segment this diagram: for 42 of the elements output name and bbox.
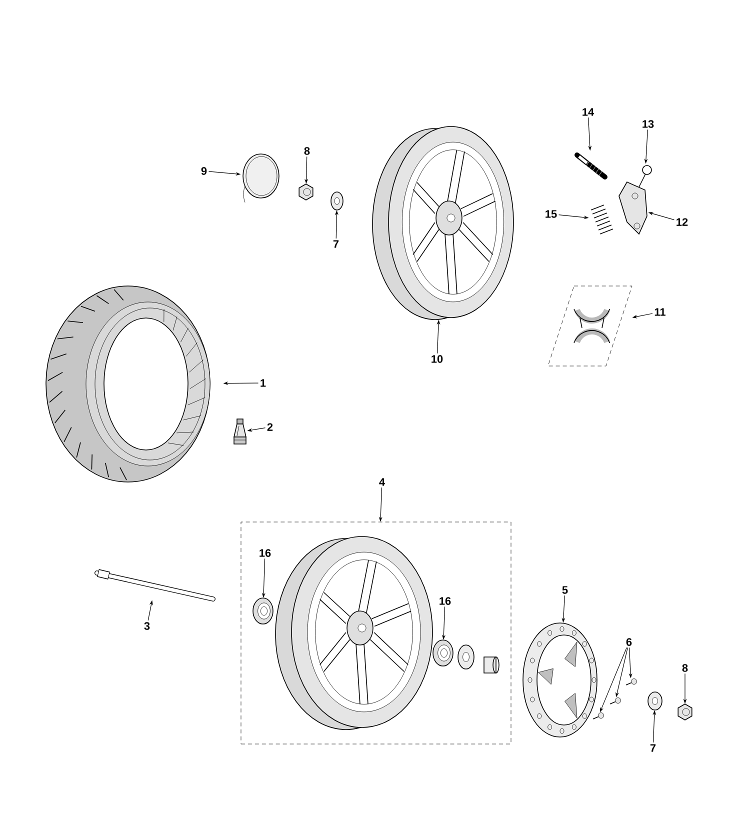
callout-number: 6 — [626, 638, 632, 646]
callout-number: 10 — [432, 355, 443, 363]
callout-number: 2 — [267, 423, 273, 431]
brake-shoe-drawing — [574, 308, 610, 344]
callout-number: 5 — [562, 586, 568, 594]
tire-drawing — [46, 286, 210, 482]
screw-drawing — [626, 678, 637, 686]
wheel-drawing — [275, 536, 433, 730]
pin-drawing — [574, 152, 608, 180]
callout-number: 7 — [333, 240, 339, 248]
nut-drawing — [678, 704, 692, 720]
callout-number: 15 — [546, 210, 557, 218]
bearing-drawing — [432, 640, 454, 666]
callout-number: 11 — [654, 308, 666, 316]
dashed-frame — [240, 522, 512, 744]
nut-drawing — [298, 184, 314, 200]
axle-drawing — [94, 569, 216, 602]
washer-drawing — [648, 692, 662, 710]
callout-number: 1 — [260, 379, 266, 387]
callout-number: 8 — [304, 147, 310, 155]
valve-drawing — [234, 418, 246, 444]
washer-drawing — [330, 192, 344, 210]
dashed-frame — [548, 286, 632, 366]
callout-number: 8 — [682, 664, 688, 672]
callout-number: 16 — [260, 549, 271, 557]
callout-number: 3 — [144, 622, 150, 630]
callout-number: 9 — [201, 167, 207, 175]
callout-number: 16 — [440, 597, 451, 605]
bearing-drawing — [252, 598, 274, 624]
disc-drawing — [522, 622, 598, 738]
screw-drawing — [592, 712, 604, 720]
wheel-drawing — [372, 126, 514, 320]
bracket-drawing — [618, 182, 648, 235]
callout-number: 14 — [582, 108, 594, 116]
spring-drawing — [590, 204, 614, 234]
screw-drawing — [610, 698, 621, 704]
cap-drawing — [242, 154, 280, 203]
callout-number: 7 — [650, 744, 656, 752]
callout-number: 13 — [642, 120, 654, 128]
callout-number: 12 — [676, 218, 688, 226]
callout-number: 4 — [379, 478, 385, 486]
bolt-drawing — [638, 165, 652, 188]
